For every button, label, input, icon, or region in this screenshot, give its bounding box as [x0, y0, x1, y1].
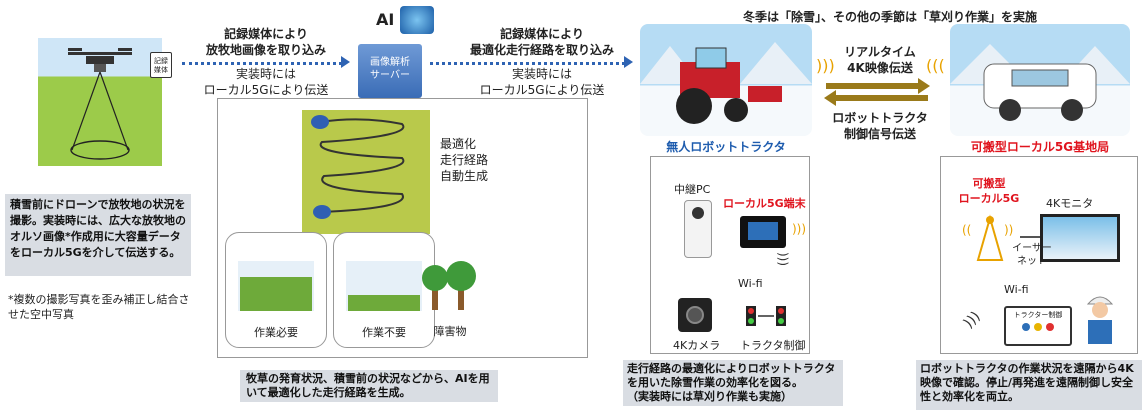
ethernet-line	[1020, 236, 1040, 238]
control-arrow	[824, 90, 928, 106]
base-equipment-panel	[940, 156, 1138, 354]
media-badge: 記録媒体	[150, 52, 172, 78]
drone-field-image	[38, 38, 162, 166]
grass-card-needed: 作業必要	[225, 232, 327, 348]
step1-title: 記録媒体により 放牧地画像を取り込み	[205, 27, 326, 57]
tablet-label: トラクター制御	[1013, 311, 1063, 319]
snow-vehicle-scene	[950, 24, 1130, 136]
grass3-label: 障害物	[433, 325, 467, 338]
arrow-step2	[430, 62, 625, 65]
svg-text:((: ((	[962, 223, 971, 237]
realtime-label: リアルタイム 4K映像伝送	[844, 45, 916, 75]
base-wifi-label: Wi-fi	[1004, 283, 1029, 296]
wave-left-icon: )))	[816, 56, 835, 75]
tractor-wifi-label: Wi-fi	[738, 277, 763, 290]
antenna-icon: (( ))	[962, 214, 1013, 261]
tractor-title: 無人ロボットトラクタ	[666, 140, 786, 154]
monitor-label: 4Kモニタ	[1046, 197, 1094, 210]
traffic-light-icon	[744, 304, 788, 328]
l5g-terminal-icon	[740, 216, 786, 248]
terminal-wave-icon: )))	[792, 222, 807, 236]
grass1-label: 作業必要	[254, 326, 298, 339]
grass2-label: 作業不要	[362, 326, 406, 339]
top-title: 冬季は「除雪」、その他の季節は「草刈り作業」を実施	[742, 10, 1037, 24]
operator-icon	[1080, 288, 1120, 346]
footnote: *複数の撮影写真を歪み補正し結合させた空中写真	[8, 293, 190, 321]
step1-note: 実装時には ローカル5Gにより伝送	[203, 67, 329, 97]
arrow-step1-head	[341, 56, 350, 68]
wave-right-icon: (((	[926, 56, 945, 75]
tall-grass-icon	[238, 261, 314, 311]
tablet-icon: トラクター制御	[1004, 306, 1072, 346]
relay-pc-label: 中継PC	[674, 183, 711, 196]
step2-title: 記録媒体により 最適化走行経路を取り込み	[469, 27, 614, 57]
ai-label: AI	[376, 10, 395, 29]
route-panel	[217, 98, 588, 358]
tree-obstacle-icon	[420, 254, 480, 324]
control-signal-label: ロボットトラクタ 制御信号伝送	[832, 111, 928, 141]
brain-icon	[400, 6, 434, 34]
base-caption: ロボットトラクタの作業状況を遠隔から4K映像で確認。停止/再発進を遠隔制御し安全…	[916, 360, 1142, 410]
svg-text:)): ))	[1004, 223, 1013, 237]
step2-note: 実装時には ローカル5Gにより伝送	[479, 67, 605, 97]
camera-icon	[678, 298, 712, 332]
monitor-icon	[1040, 214, 1120, 262]
relay-pc-icon	[684, 200, 712, 258]
ethernet-label: イーサー ネット	[1012, 243, 1052, 267]
tractor-control-label: トラクタ制御	[740, 339, 806, 352]
camera-label: 4Kカメラ	[673, 339, 721, 352]
realtime-arrow	[826, 78, 930, 94]
tractor-equipment-panel	[650, 156, 810, 354]
arrow-step1	[182, 62, 342, 65]
optimized-route-map	[302, 110, 430, 234]
arrow-step2-head	[624, 56, 633, 68]
wifi-wave-icon: )))	[776, 251, 791, 267]
image-analysis-server: 画像解析 サーバー	[358, 44, 422, 98]
drone-description: 積雪前にドローンで放牧地の状況を撮影。実装時には、広大な放牧地のオルソ画像*作成…	[5, 194, 191, 276]
base-title: 可搬型ローカル5G基地局	[970, 140, 1110, 154]
route-label: 最適化 走行経路 自動生成	[440, 137, 489, 183]
l5g-terminal-label: ローカル5G端末	[723, 197, 806, 210]
snow-tractor-scene	[640, 24, 812, 136]
grass-card-unneeded: 作業不要	[333, 232, 435, 348]
center-caption: 牧草の発育状況、積雪前の状況などから、AIを用いて最適化した走行経路を生成。	[240, 370, 498, 402]
short-grass-icon	[346, 261, 422, 311]
tractor-caption: 走行経路の最適化によりロボットトラクタを用いた除雪作業の効率化を図る。 （実装時…	[623, 360, 843, 406]
drone-icon	[68, 48, 132, 160]
portable-l5g-label: 可搬型 ローカル5G	[958, 177, 1020, 205]
